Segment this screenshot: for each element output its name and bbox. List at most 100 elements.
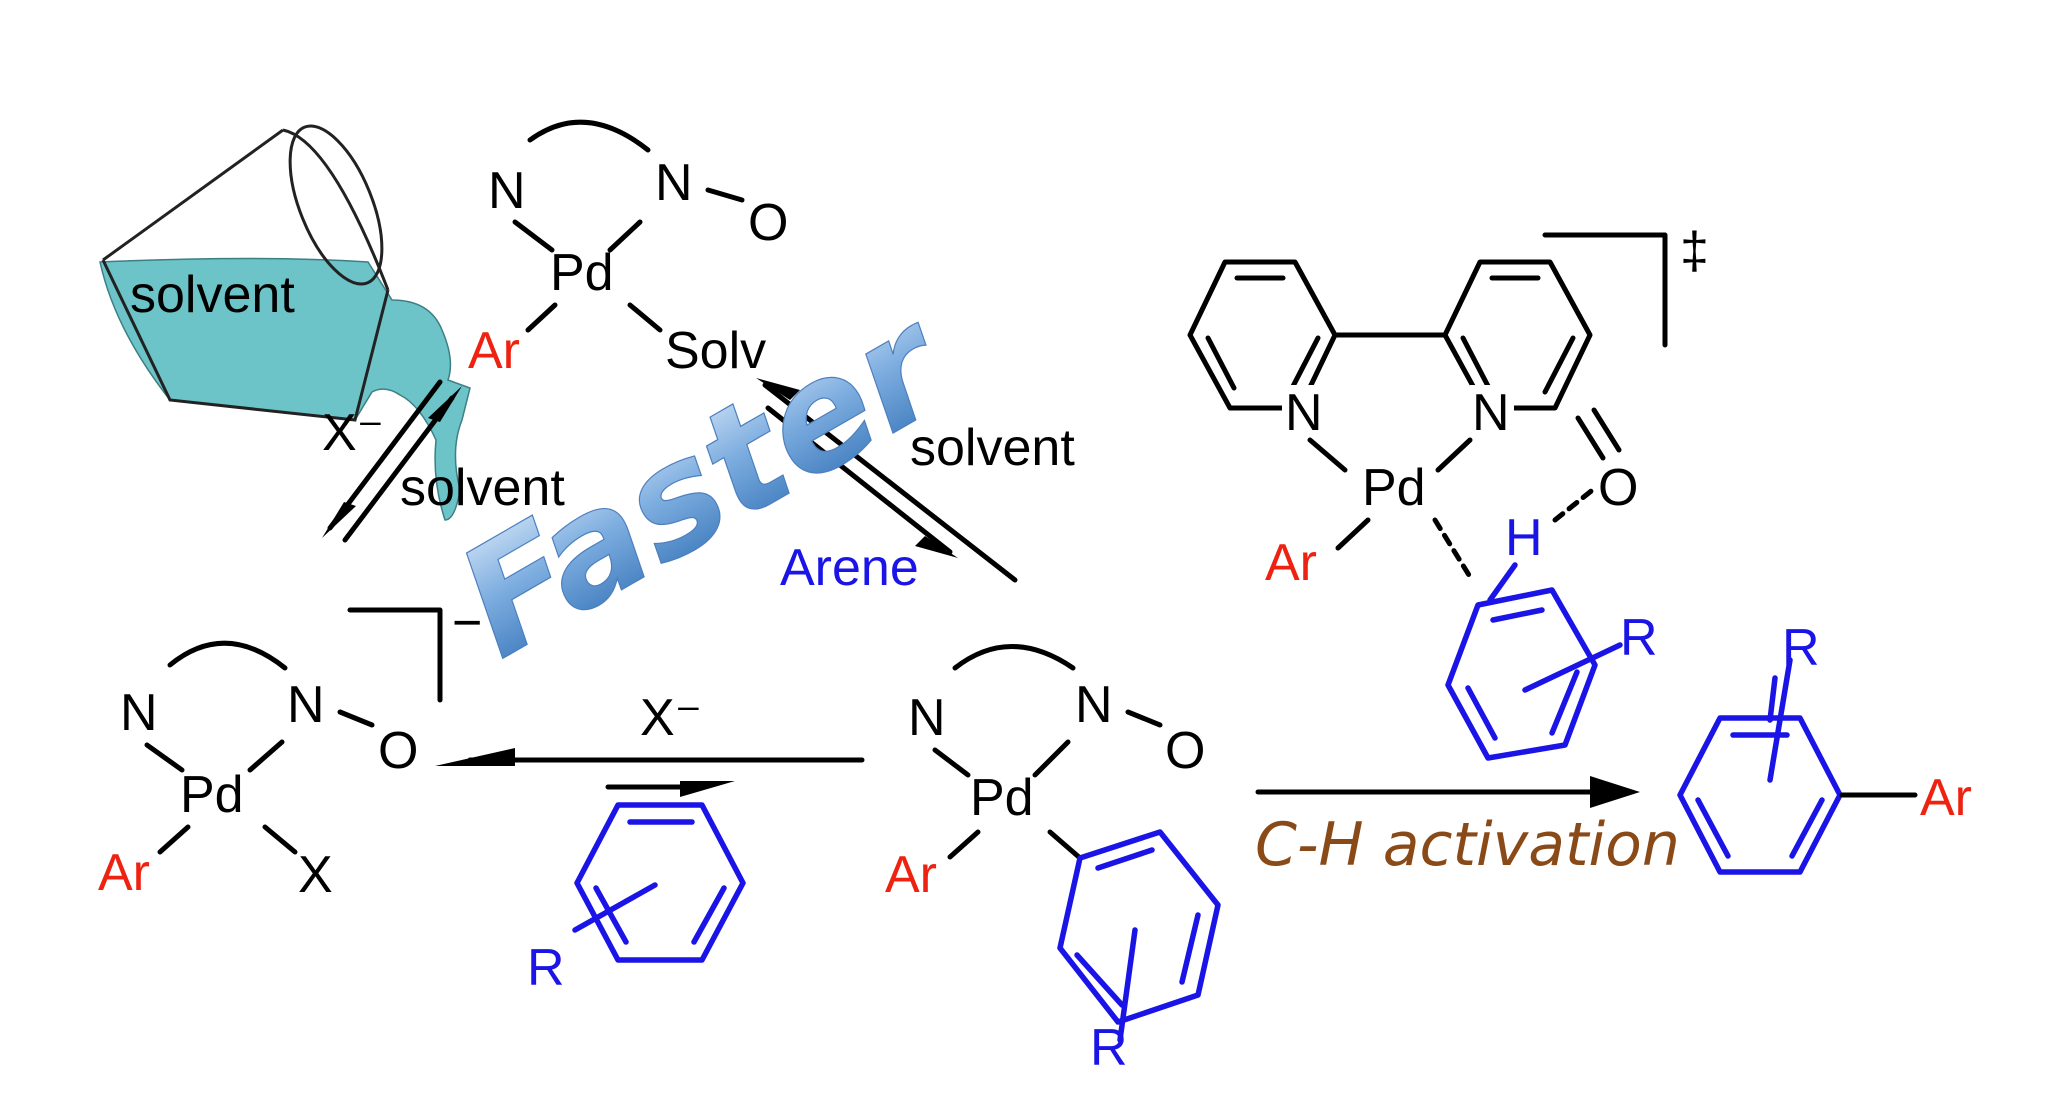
top-ar: Ar — [468, 322, 520, 380]
arene-complex-r: R — [1090, 1019, 1128, 1077]
top-n-o-bond — [705, 187, 745, 203]
ts-n-left: N — [1285, 384, 1323, 442]
ts-arene-double-bond-2 — [1549, 669, 1580, 736]
anionic-pd-x-bond — [262, 824, 298, 855]
beaker-illustration: solvent — [99, 124, 471, 521]
right-arrow-reverse-head — [915, 536, 958, 558]
anionic-charge: − — [452, 594, 482, 652]
product-ring — [1677, 715, 1843, 875]
top-ligand-arc — [527, 119, 651, 153]
product-double-bond-2 — [1789, 797, 1825, 859]
top-pd-n-bond-left — [512, 219, 555, 253]
bottom-arrow-short-head — [680, 781, 735, 797]
arene-complex-pd-n-bond-left — [932, 747, 971, 778]
ts-r: R — [1620, 609, 1658, 667]
ts-ar: Ar — [1265, 534, 1317, 592]
ts-n-right: N — [1472, 384, 1510, 442]
arene-complex-n-o-bond — [1125, 709, 1163, 728]
ch-activation-label: C-H activation — [1255, 810, 1680, 880]
ts-arene-substituent-bond — [1522, 642, 1623, 693]
right-arrow-reverse-line — [765, 405, 953, 555]
left-arrow-forward-head — [322, 502, 356, 538]
arene-complex-substituent-bond — [1117, 927, 1138, 1043]
ts-n-left-knockout — [1282, 385, 1326, 435]
anionic-complex: N N O Pd Ar X − — [98, 594, 482, 904]
beaker-rim — [288, 124, 384, 286]
arene-complex-pd-arene-bond — [1047, 829, 1083, 861]
arene-complex-o: O — [1165, 722, 1205, 780]
top-pd-ar-bond — [525, 302, 558, 333]
ts-arene-double-bond-3 — [1465, 685, 1498, 741]
ts-left-pyridine-double-bond-2 — [1287, 335, 1321, 395]
anionic-o: O — [378, 722, 418, 780]
free-arene-double-bond-2 — [691, 885, 727, 945]
anionic-charge-bracket — [347, 607, 443, 703]
free-arene-substituent-bond — [572, 882, 658, 933]
ts-o: O — [1598, 459, 1638, 517]
left-arrow-reverse-line — [342, 395, 455, 543]
product-double-bond-3 — [1695, 797, 1731, 859]
top-o: O — [748, 194, 788, 252]
product-r: R — [1782, 619, 1820, 677]
ts-arene-ring — [1445, 587, 1598, 761]
arene-complex-pd-n-bond-right — [1032, 739, 1071, 778]
product-substituent-bond — [1767, 657, 1793, 783]
top-solv: Solv — [665, 322, 766, 380]
free-arene: R — [527, 802, 746, 997]
ts-pd: Pd — [1362, 459, 1426, 517]
free-arene-ring — [574, 802, 746, 963]
arene-complex-ar: Ar — [885, 846, 937, 904]
anionic-n-right: N — [287, 676, 325, 734]
top-pd-n-bond-right — [607, 219, 643, 253]
ts-pd-n-bond-right — [1435, 437, 1473, 473]
ts-c-h-bond — [1487, 562, 1518, 603]
ch-activation-arrow-head — [1590, 776, 1640, 808]
ts-right-pyridone-double-bond-3 — [1542, 335, 1576, 395]
right-arrow-solvent-label: solvent — [910, 419, 1075, 477]
anionic-pd-n-bond-left — [144, 742, 185, 773]
left-arrow-reverse-head — [428, 386, 462, 422]
left-arrow-solvent-label: solvent — [400, 459, 565, 517]
ts-h: H — [1505, 509, 1543, 567]
top-n-right: N — [655, 154, 693, 212]
anionic-pd-n-bond-right — [247, 739, 285, 773]
left-arrow-x-label: X⁻ — [322, 404, 384, 462]
arene-complex-ligand-arc — [952, 644, 1076, 671]
arene-complex-double-bond-3 — [1074, 952, 1125, 1008]
anionic-ligand-arc — [167, 640, 288, 671]
arene-complex-n-right: N — [1075, 676, 1113, 734]
top-complex: N N O Pd Ar Solv — [468, 119, 788, 380]
ts-arene-double-bond-1 — [1490, 607, 1545, 623]
ts-h-o-dashed-bond — [1552, 485, 1598, 523]
bottom-arrow-x-label: X⁻ — [640, 689, 702, 747]
left-equilibrium-arrows: X⁻ solvent — [322, 379, 565, 543]
right-arrow-forward-head — [756, 378, 800, 400]
right-equilibrium-arrows: solvent Arene — [756, 378, 1075, 597]
anionic-n-o-bond — [337, 709, 375, 728]
ts-n-right-knockout — [1470, 385, 1514, 435]
arene-complex-pd-ar-bond — [947, 829, 981, 860]
bottom-equilibrium-arrows: X⁻ — [435, 689, 865, 797]
beaker-solvent-label: solvent — [130, 266, 295, 324]
arene-complex-double-bond-2 — [1179, 912, 1201, 985]
ts-bracket — [1542, 232, 1668, 348]
arene-complex-n-left: N — [908, 689, 946, 747]
arene-complex: N N O Pd Ar R — [885, 644, 1221, 1077]
ts-left-pyridine-double-bond-3 — [1205, 335, 1237, 391]
ts-carbonyl-bond-1 — [1575, 415, 1606, 461]
anionic-x: X — [298, 846, 333, 904]
anionic-n-left: N — [120, 684, 158, 742]
ts-pd-n-bond-left — [1307, 437, 1348, 473]
arene-complex-pd: Pd — [970, 769, 1034, 827]
product: R Ar — [1677, 619, 1972, 875]
top-pd-solv-bond — [627, 302, 663, 333]
free-arene-double-bond-3 — [593, 885, 629, 945]
top-pd: Pd — [550, 244, 614, 302]
right-arrow-arene-label: Arene — [780, 539, 919, 597]
product-substituent-bond-top — [1767, 675, 1778, 723]
transition-state: N N O Pd Ar H R ‡ — [1187, 222, 1709, 761]
ts-carbonyl-bond-2 — [1591, 407, 1622, 453]
top-n-left: N — [488, 162, 526, 220]
arene-complex-double-bond-1 — [1095, 847, 1155, 871]
